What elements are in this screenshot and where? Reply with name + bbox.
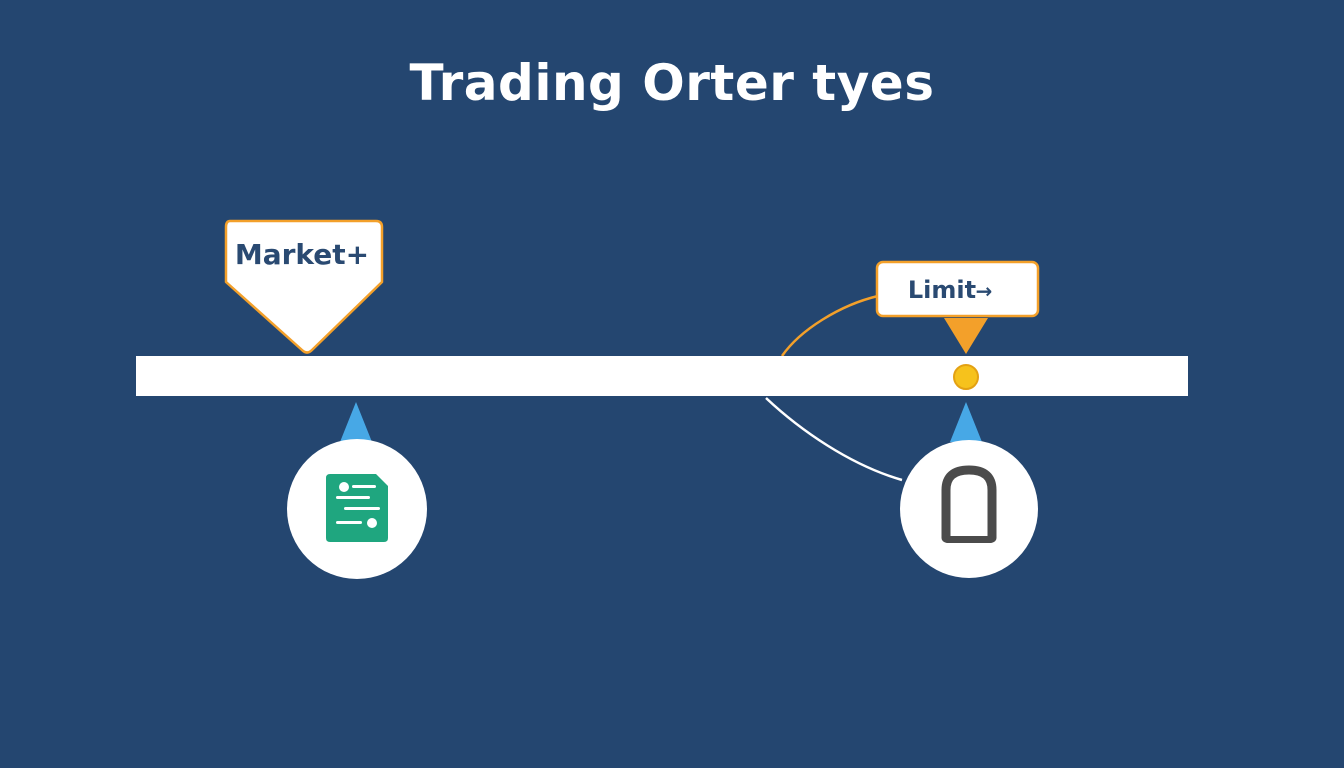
lock-shackle-icon: [941, 465, 997, 543]
limit-label-box: [875, 260, 1040, 318]
limit-pointer-triangle: [944, 318, 988, 354]
limit-icon-badge[interactable]: [900, 402, 1038, 578]
limit-connector-arc-lower: [765, 397, 903, 482]
page-title: Trading Orter tyes: [409, 54, 935, 112]
limit-label: Limit: [908, 276, 976, 304]
limit-badge-pointer: [950, 402, 982, 442]
document-icon: [326, 474, 388, 542]
market-pin[interactable]: Market+: [224, 219, 384, 354]
limit-badge-circle: [900, 440, 1038, 578]
limit-price-point[interactable]: [953, 364, 979, 390]
market-label: Market+: [235, 238, 369, 271]
limit-pin[interactable]: Limit →: [875, 260, 1040, 354]
market-pin-shape: [224, 219, 384, 354]
price-track: [136, 356, 1188, 396]
limit-arrow-icon: →: [976, 279, 993, 303]
market-badge-pointer: [340, 402, 372, 442]
limit-connector-arc-upper: [780, 294, 879, 357]
market-icon-badge[interactable]: [287, 402, 427, 579]
